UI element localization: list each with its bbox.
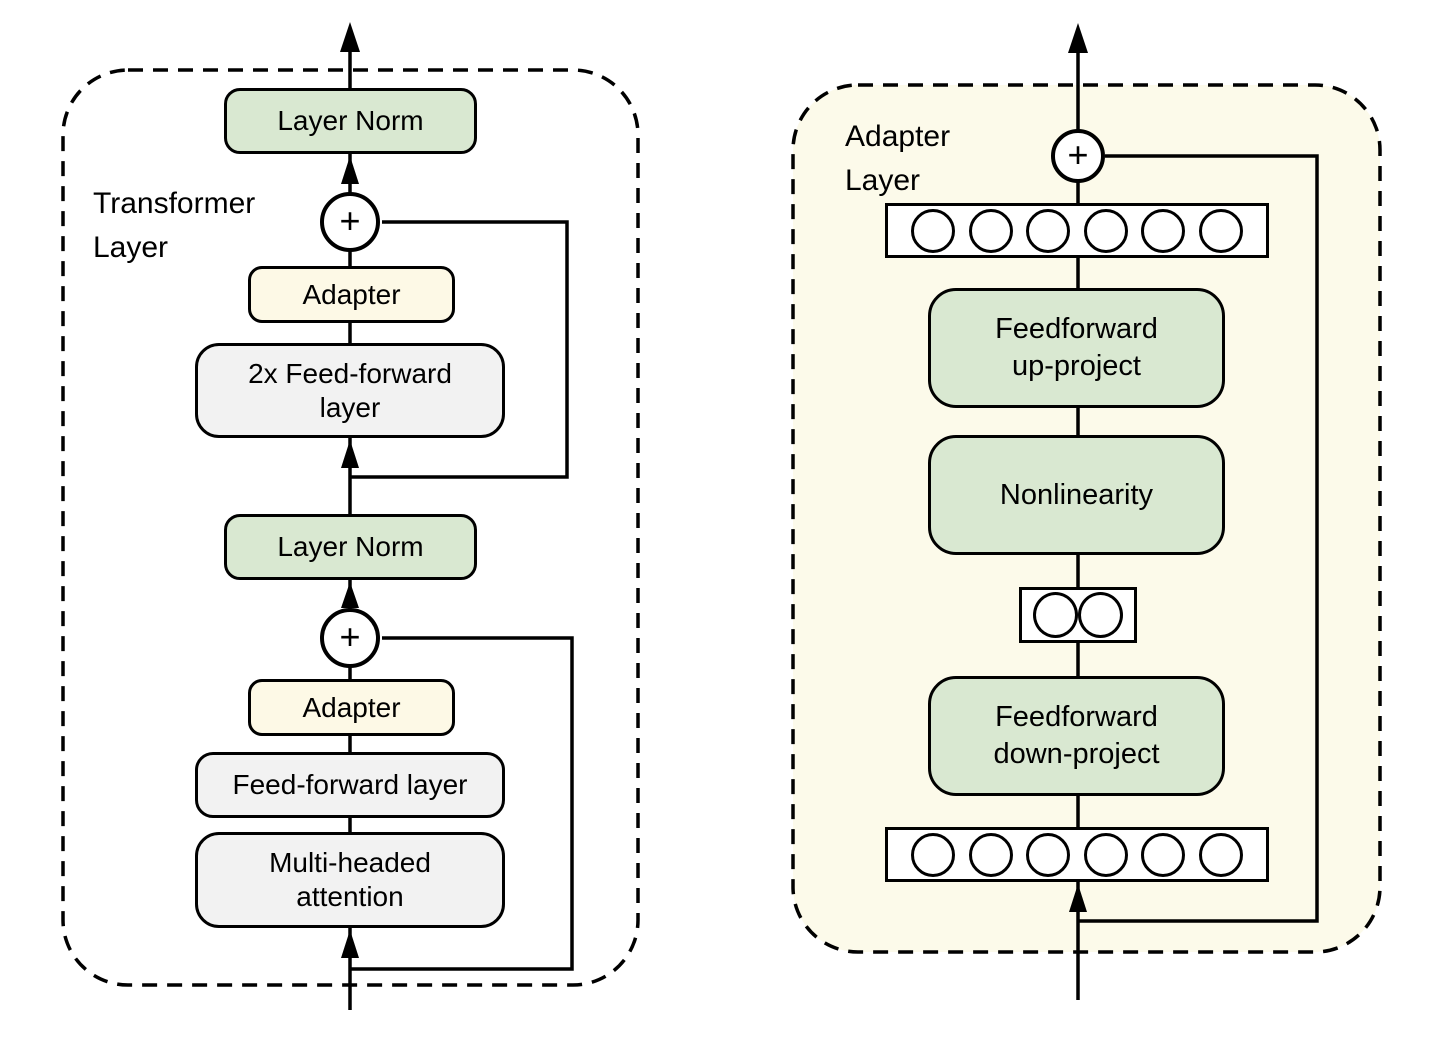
feedforward-up-project-box: Feedforward up-project	[928, 288, 1225, 408]
left-residual-lower	[350, 636, 574, 971]
nonlinearity-box: Nonlinearity	[928, 435, 1225, 555]
arrowhead-into-attention	[341, 930, 359, 958]
unit-circle	[1198, 832, 1243, 877]
feedforward-layer-label: Feed-forward layer	[232, 769, 468, 800]
unit-circle	[1033, 592, 1078, 638]
arrowhead-into-bottom-row	[1069, 884, 1087, 912]
feedforward-up-label-line1: Feedforward	[995, 313, 1158, 345]
adapter-layer-title-line1: Adapter	[845, 120, 951, 153]
layer-norm-top-box: Layer Norm	[224, 88, 477, 154]
feedforward-down-label-line2: down-project	[993, 738, 1160, 770]
plus-sign: +	[339, 200, 361, 241]
adapter-top-box: Adapter	[248, 266, 455, 323]
unit-circle	[911, 208, 955, 253]
multi-headed-attention-box: Multi-headed attention	[195, 832, 505, 928]
unit-circle	[1026, 832, 1071, 877]
unit-circle	[968, 832, 1013, 877]
nonlinearity-label: Nonlinearity	[999, 478, 1154, 511]
arrowhead-into-layernorm-top	[341, 156, 359, 184]
arrowhead-into-layernorm-bottom	[341, 582, 359, 608]
layer-norm-bottom-box: Layer Norm	[224, 514, 477, 580]
unit-circle	[1141, 208, 1186, 253]
plus-sign: +	[339, 616, 361, 657]
add-node-bottom-left: +	[320, 608, 380, 668]
feedforward-down-project-box: Feedforward down-project	[928, 676, 1225, 796]
add-node-top-left: +	[320, 192, 380, 252]
unit-circle	[1083, 832, 1128, 877]
unit-circle	[1141, 832, 1186, 877]
arrowhead-left-output	[340, 22, 360, 52]
transformer-layer-title-line2: Layer	[93, 231, 169, 264]
adapter-top-label: Adapter	[302, 278, 401, 310]
add-node-right: +	[1051, 129, 1105, 183]
multi-headed-attention-label-line2: attention	[296, 881, 404, 912]
feature-row-top	[885, 203, 1269, 258]
unit-circle	[1083, 208, 1128, 253]
feedforward-2x-label-line1: 2x Feed-forward	[248, 357, 452, 389]
arrowhead-right-output	[1068, 23, 1088, 53]
arrowhead-into-feedforward2x	[341, 440, 359, 468]
transformer-layer-title-line1: Transformer	[93, 187, 256, 220]
right-residual	[1078, 154, 1319, 923]
feedforward-2x-label-line2: layer	[319, 391, 381, 423]
feedforward-layer-box: Feed-forward layer	[195, 752, 505, 818]
unit-circle	[911, 832, 955, 877]
transformer-layer-title: Transformer Layer	[93, 182, 255, 270]
unit-circle	[1198, 208, 1243, 253]
unit-circle	[1078, 592, 1123, 638]
unit-circle	[1026, 208, 1071, 253]
adapter-bottom-box: Adapter	[248, 679, 455, 736]
left-residual-upper	[350, 220, 569, 479]
feedforward-2x-box: 2x Feed-forward layer	[195, 343, 505, 438]
feature-row-bottom	[885, 827, 1269, 882]
feedforward-up-label-line2: up-project	[1012, 350, 1141, 382]
unit-circle	[968, 208, 1013, 253]
layer-norm-top-label: Layer Norm	[277, 105, 424, 136]
plus-sign: +	[1067, 134, 1089, 175]
feedforward-down-label-line1: Feedforward	[995, 701, 1158, 733]
layer-norm-bottom-label: Layer Norm	[277, 531, 424, 562]
adapter-layer-title: Adapter Layer	[845, 115, 950, 203]
adapter-bottom-label: Adapter	[302, 691, 401, 723]
multi-headed-attention-label-line1: Multi-headed	[269, 847, 431, 878]
bottleneck-row	[1019, 587, 1137, 643]
adapter-layer-title-line2: Layer	[845, 164, 921, 197]
